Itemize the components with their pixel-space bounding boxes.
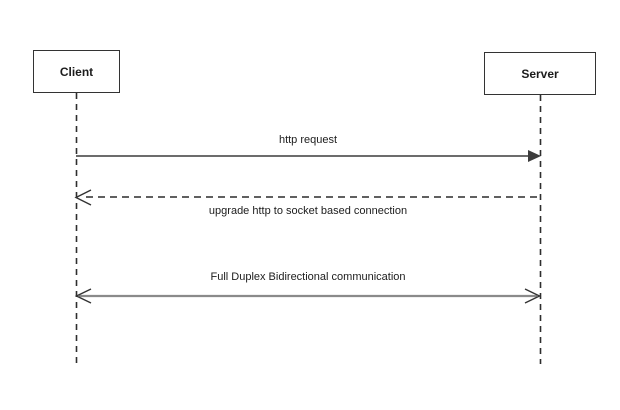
actor-box-server: Server: [484, 52, 596, 95]
open-arrowhead-left-icon: [74, 288, 92, 304]
message-arrow-full-duplex: [74, 288, 542, 304]
message-label-full-duplex: Full Duplex Bidirectional communication: [210, 271, 406, 283]
message-label-upgrade-connection: upgrade http to socket based connection: [208, 205, 408, 217]
message-label-http-request: http request: [278, 134, 338, 146]
message-arrow-upgrade-connection: [74, 189, 540, 206]
actor-box-client: Client: [33, 50, 120, 93]
open-arrowhead-left-icon: [74, 189, 92, 206]
actor-label-client: Client: [59, 64, 94, 79]
message-arrow-http-request: [76, 150, 541, 162]
actor-label-server: Server: [521, 66, 559, 81]
open-arrowhead-right-icon: [524, 288, 542, 304]
filled-arrowhead-right-icon: [528, 150, 541, 162]
